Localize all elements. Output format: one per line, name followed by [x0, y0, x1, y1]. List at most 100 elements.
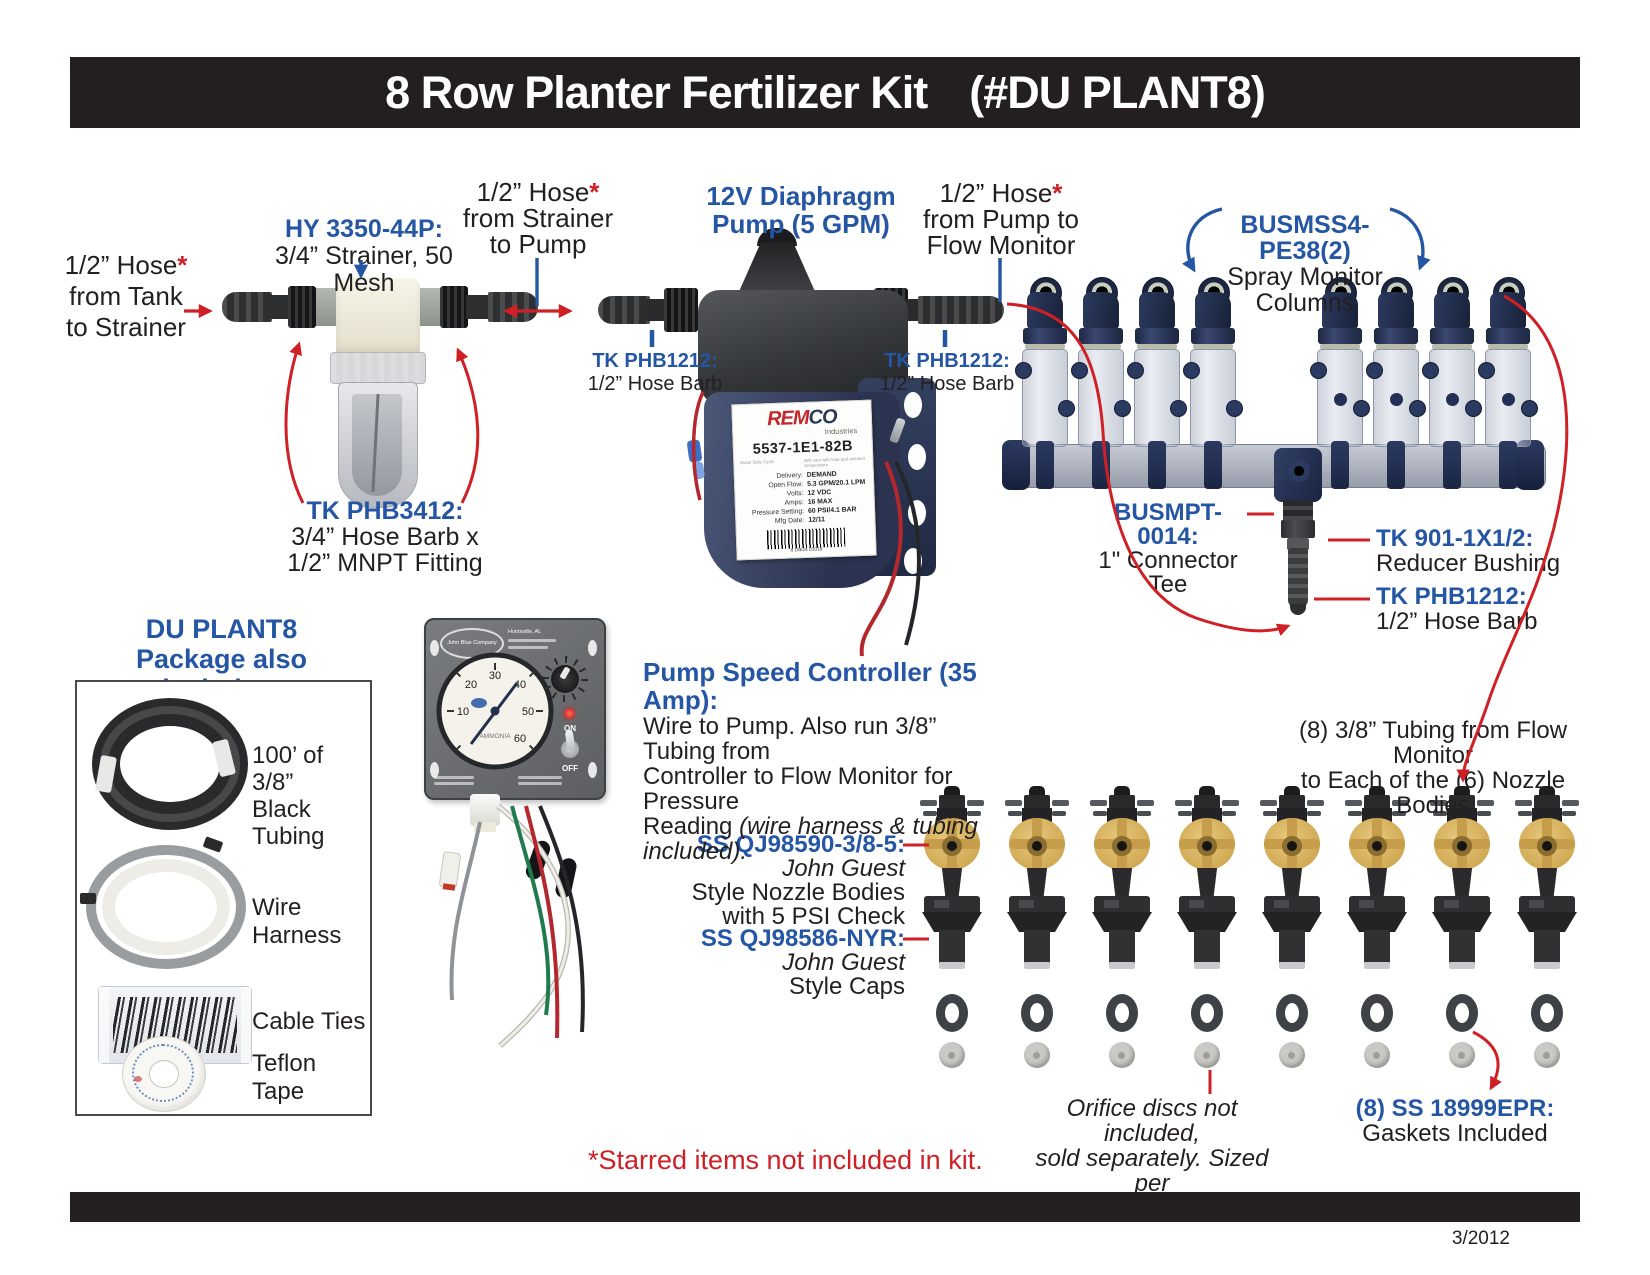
svg-text:30: 30 [489, 670, 501, 682]
item-label-tubing: 100’ of 3/8”Black Tubing [252, 742, 325, 850]
nozzle-body [1430, 786, 1494, 898]
gasket [1446, 994, 1478, 1032]
strainer-body [336, 278, 420, 354]
arrow-fitting-left [284, 341, 305, 504]
orifice-disc [1534, 1042, 1560, 1068]
wire-connector-blue [686, 439, 703, 463]
nozzle-cap [1347, 896, 1407, 976]
cable-ties-image [98, 986, 252, 1064]
brand-remco-left: REM [766, 406, 809, 431]
nozzle-cap [1432, 896, 1492, 976]
label-orifice-note: Orifice discs not included,sold separate… [1035, 1095, 1269, 1221]
orifice-disc [1279, 1042, 1305, 1068]
fuse-holder [554, 856, 578, 900]
pump-left-barb [598, 296, 650, 324]
nozzle-cap [1517, 896, 1577, 976]
arrow-gasket [1472, 1030, 1502, 1091]
monitor-column [1127, 277, 1187, 447]
orifice-disc [939, 1042, 965, 1068]
svg-text:60: 60 [514, 733, 526, 745]
nozzle-cap [1262, 896, 1322, 976]
strainer-collar [330, 352, 426, 384]
on-label: ON [564, 724, 576, 733]
svg-text:20: 20 [465, 679, 477, 691]
svg-text:10: 10 [457, 706, 469, 718]
gasket [1191, 994, 1223, 1032]
footer-bar [70, 1192, 1580, 1222]
orifice-disc [1109, 1042, 1135, 1068]
label-reducer: TK 901-1X1/2: Reducer Bushing [1376, 525, 1561, 577]
nozzle-body [1515, 786, 1579, 898]
gasket [936, 994, 968, 1032]
strainer-left-nut [288, 286, 316, 328]
label-gaskets: (8) SS 18999EPR: Gaskets Included [1355, 1095, 1555, 1147]
label-nozzle-bodies: SS QJ98590-3/8-5: John Guest Style Nozzl… [691, 831, 905, 930]
pump-label-plate: REMCO Industries 5537-1E1-82B Motor Duty… [731, 399, 877, 561]
power-led [564, 708, 575, 719]
pump-model: 5537-1E1-82B [752, 438, 854, 458]
part-number: (#DU PLANT8) [969, 66, 1266, 118]
monitor-column [1071, 277, 1131, 447]
label-controller: Pump Speed Controller (35 Amp): Wire to … [643, 657, 978, 865]
off-label: OFF [562, 764, 578, 773]
teflon-tape-image [122, 1036, 206, 1112]
pump-cone [737, 242, 817, 296]
monitor-column [1310, 277, 1370, 447]
manifold-end-cap [1516, 440, 1544, 490]
monitor-column [1422, 277, 1482, 447]
speed-knob [542, 656, 588, 702]
svg-text:40: 40 [514, 679, 526, 691]
arrow-fitting-right [456, 347, 480, 504]
label-barb-right: TK PHB1212: 1/2” Hose Barb [879, 350, 1015, 395]
pressure-fitting [470, 794, 500, 826]
footer-date: 3/2012 [1451, 1228, 1510, 1249]
label-pump-title: 12V Diaphragm Pump (5 GPM) [706, 181, 896, 239]
nozzle-body [1345, 786, 1409, 898]
nozzle-body [1090, 786, 1154, 898]
nozzle-body [1175, 786, 1239, 898]
gasket [1106, 994, 1138, 1032]
strainer-right-barb [488, 292, 538, 322]
monitor-column [1478, 277, 1538, 447]
tee-hose-barb [1288, 548, 1308, 608]
nozzle-cap [1177, 896, 1237, 976]
strainer-right-nut [440, 286, 468, 328]
orifice-disc [1024, 1042, 1050, 1068]
item-label-harness: Wire Harness [252, 894, 342, 949]
pump-spec-table: Delivery:DEMAND Open Flow:5.3 GPM/20.1 L… [751, 470, 866, 526]
gasket [1361, 994, 1393, 1032]
orifice-disc [1364, 1042, 1390, 1068]
tee-thread [1283, 500, 1313, 520]
nozzle-cap [1092, 896, 1152, 976]
nozzle-cap [922, 896, 982, 976]
orifice-disc [1194, 1042, 1220, 1068]
black-tubing-image [92, 698, 248, 830]
page-title: 8 Row Planter Fertilizer Kit [385, 66, 928, 118]
title-bar: 8 Row Planter Fertilizer Kit (#DU PLANT8… [70, 57, 1580, 128]
monitor-column [1015, 277, 1075, 447]
pressure-gauge: 10 20 30 40 50 60 AMMONIA [436, 652, 554, 770]
gasket [1276, 994, 1308, 1032]
label-tee-barb: TK PHB1212: 1/2” Hose Barb [1376, 583, 1538, 635]
nozzle-body [1005, 786, 1069, 898]
controller-city: Huntsville, AL [508, 629, 542, 635]
nozzle-body [920, 786, 984, 898]
svg-text:AMMONIA: AMMONIA [479, 733, 511, 740]
manifold-end-cap [1002, 440, 1030, 490]
reducer-bushing [1281, 520, 1315, 538]
strainer-left-barb [222, 292, 272, 322]
label-caps: SS QJ98586-NYR: John Guest Style Caps [700, 925, 905, 1000]
nozzle-cap [1007, 896, 1067, 976]
item-label-teflon: Teflon Tape [252, 1050, 317, 1105]
svg-text:50: 50 [522, 706, 534, 718]
item-label-ties: Cable Ties [252, 1008, 366, 1035]
fuse-holder [523, 838, 553, 882]
label-barb-left: TK PHB1212: 1/2” Hose Barb [587, 350, 723, 395]
